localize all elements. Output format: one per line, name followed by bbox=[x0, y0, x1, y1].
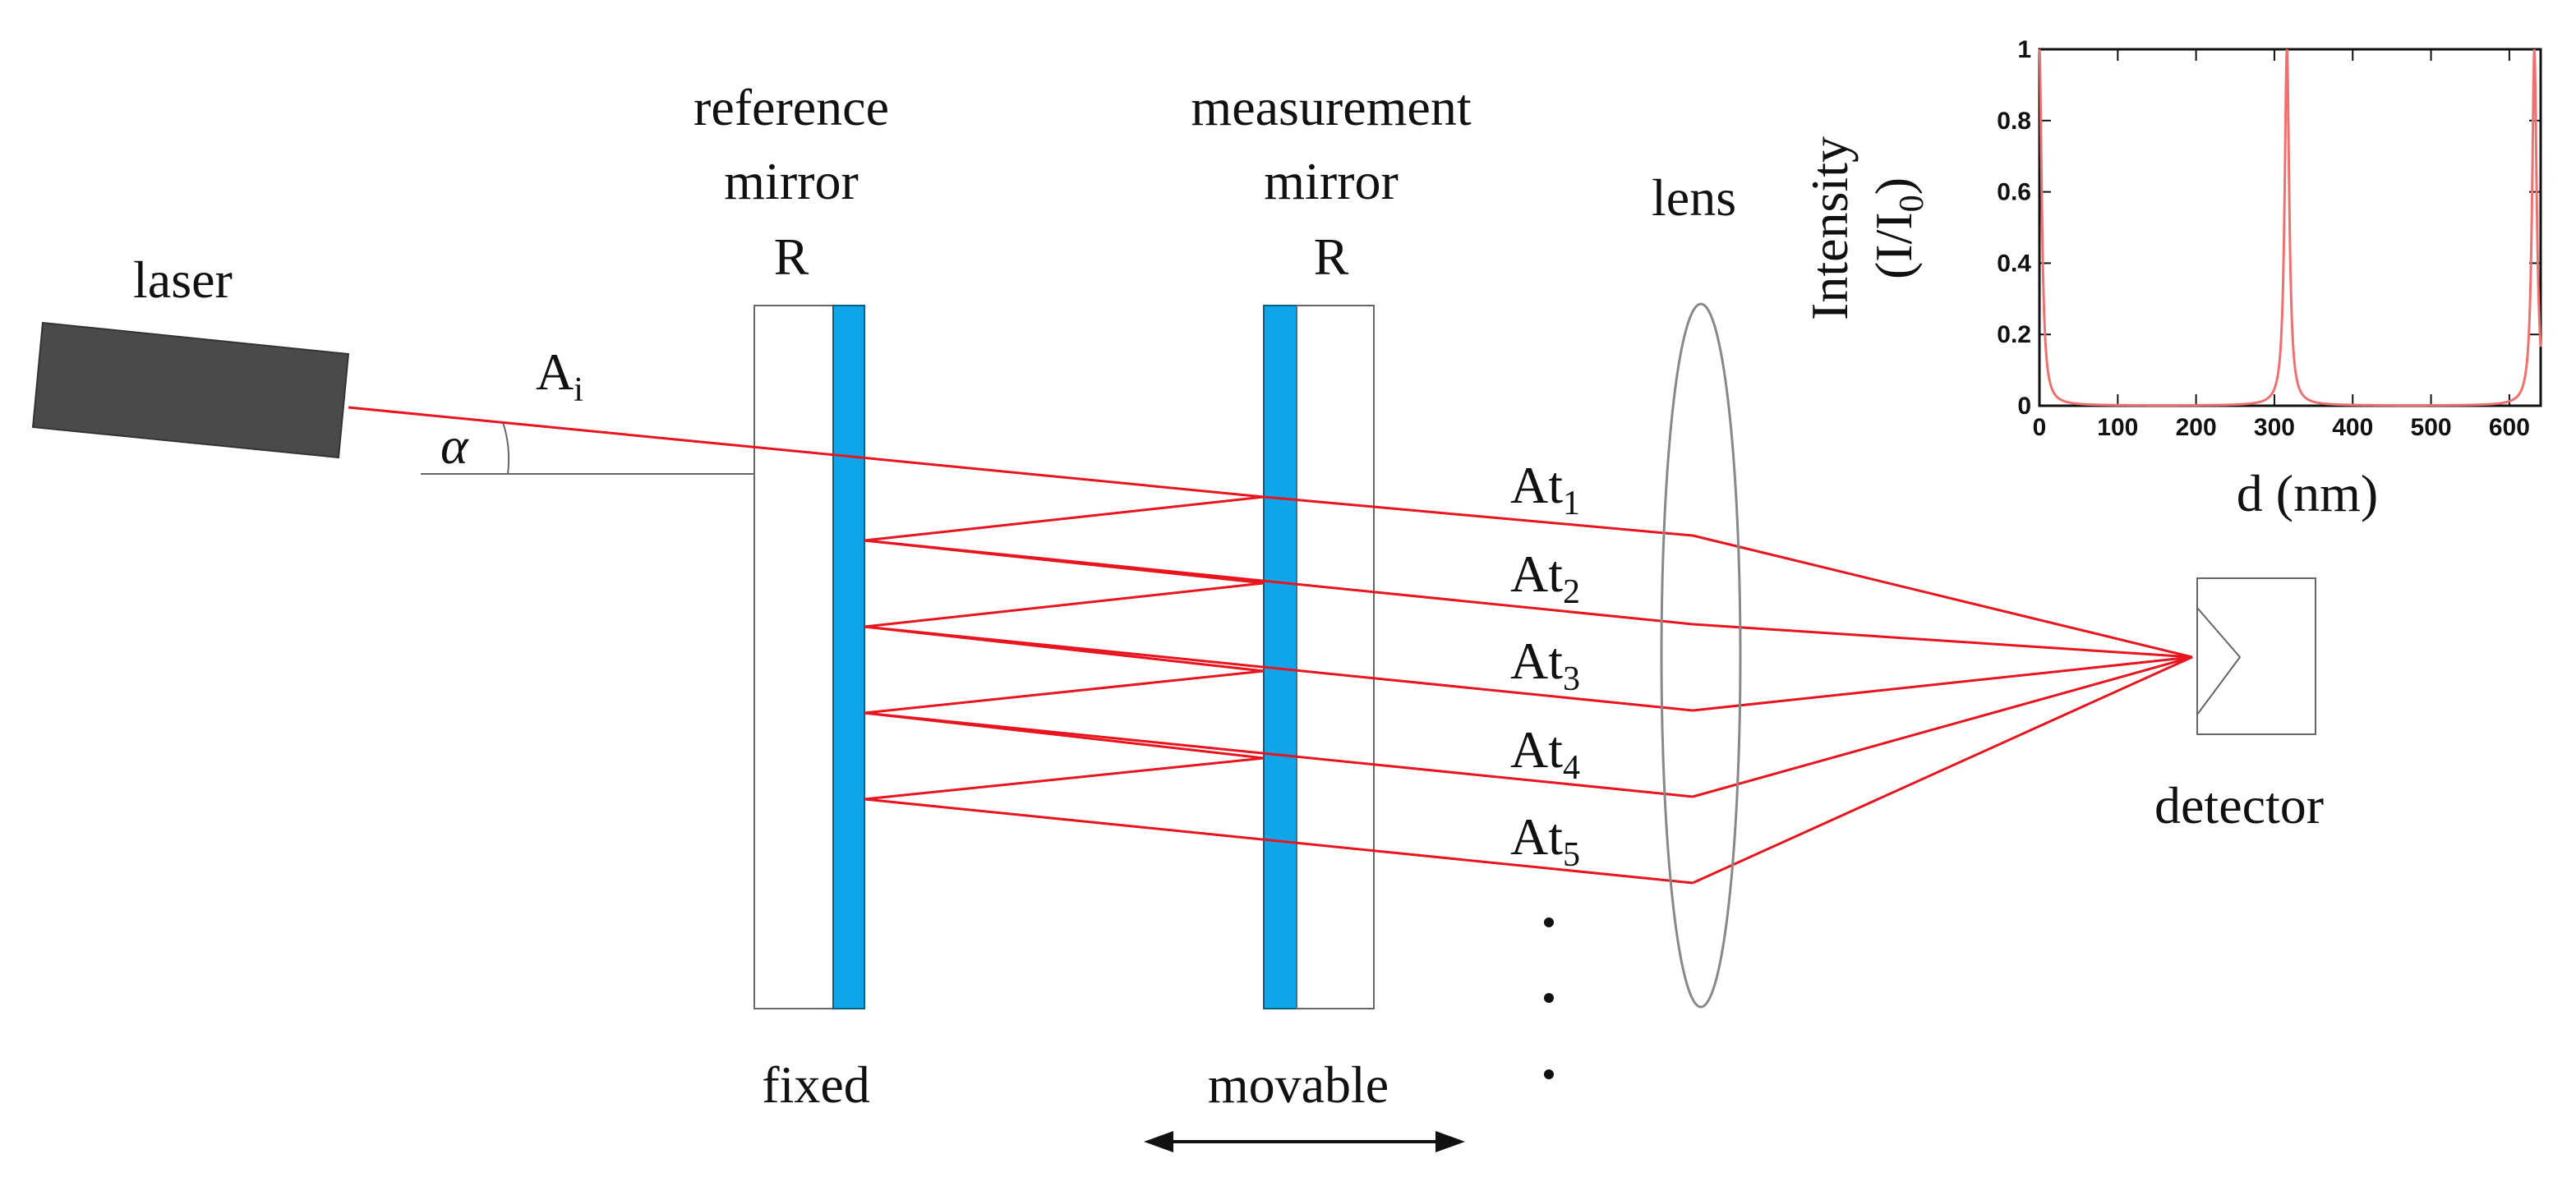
transmitted-beam-label: At2 bbox=[1510, 545, 1580, 611]
measurement-mirror-substrate bbox=[1296, 305, 1375, 1009]
intensity-plot: 0 100 200 300 400 500 600 0 0.2 0.4 0.6 0.8 1 Intens… bbox=[1800, 36, 2542, 522]
intensity-curve bbox=[2038, 48, 2542, 407]
y-tick-label: 0.2 bbox=[1997, 321, 2031, 348]
x-tick-label: 300 bbox=[2254, 414, 2295, 441]
transmitted-beam-label: At5 bbox=[1510, 807, 1580, 874]
plot-y-label-line2: (I/I0) bbox=[1864, 177, 1931, 279]
transmitted-beam-label: At3 bbox=[1510, 632, 1580, 698]
x-tick-label: 400 bbox=[2332, 414, 2373, 441]
angle-alpha-label: α bbox=[440, 416, 469, 475]
movable-direction-arrow bbox=[1144, 1131, 1465, 1152]
reference-reflectivity-label: R bbox=[774, 228, 809, 286]
fixed-label: fixed bbox=[762, 1055, 870, 1114]
measurement-mirror-coating bbox=[1263, 305, 1297, 1009]
plot-ticks bbox=[2039, 48, 2541, 407]
laser-label: laser bbox=[133, 251, 233, 309]
x-tick-label: 0 bbox=[2033, 414, 2047, 441]
measurement-mirror-label-line2: mirror bbox=[1264, 152, 1399, 210]
detector bbox=[2196, 577, 2316, 735]
lens bbox=[1660, 302, 1742, 1009]
incident-beam-label: Ai bbox=[536, 343, 583, 409]
lens-label: lens bbox=[1652, 168, 1736, 227]
y-tick-label: 0.4 bbox=[1997, 250, 2031, 277]
y-tick-label: 1 bbox=[2017, 36, 2031, 63]
plot-x-label: d (nm) bbox=[2237, 464, 2378, 522]
measurement-mirror-label-line1: measurement bbox=[1191, 78, 1471, 136]
detector-label: detector bbox=[2154, 776, 2324, 834]
plot-tick-labels: 0 100 200 300 400 500 600 0 0.2 0.4 0.6 0.8 1 bbox=[1997, 36, 2530, 441]
laser-beam-paths bbox=[348, 406, 2193, 885]
plot-y-label-line1: Intensity bbox=[1800, 136, 1859, 320]
transmitted-beam-label: At1 bbox=[1510, 456, 1580, 522]
x-tick-label: 500 bbox=[2411, 414, 2452, 441]
reference-mirror-label-line1: reference bbox=[694, 78, 889, 136]
y-tick-label: 0.6 bbox=[1997, 179, 2031, 206]
reference-mirror-coating bbox=[832, 305, 865, 1009]
y-tick-label: 0 bbox=[2017, 393, 2031, 420]
reference-mirror-substrate bbox=[753, 305, 834, 1009]
laser-body bbox=[31, 321, 350, 459]
x-tick-label: 200 bbox=[2176, 414, 2217, 441]
x-tick-label: 100 bbox=[2097, 414, 2138, 441]
continuation-ellipsis bbox=[1544, 917, 1554, 1079]
angle-alpha-arc bbox=[502, 421, 510, 475]
transmitted-beam-label: At4 bbox=[1510, 720, 1580, 787]
x-tick-label: 600 bbox=[2489, 414, 2530, 441]
y-tick-label: 0.8 bbox=[1997, 108, 2031, 135]
movable-label: movable bbox=[1208, 1055, 1389, 1114]
measurement-reflectivity-label: R bbox=[1314, 228, 1349, 286]
reference-mirror-label-line2: mirror bbox=[724, 152, 859, 210]
